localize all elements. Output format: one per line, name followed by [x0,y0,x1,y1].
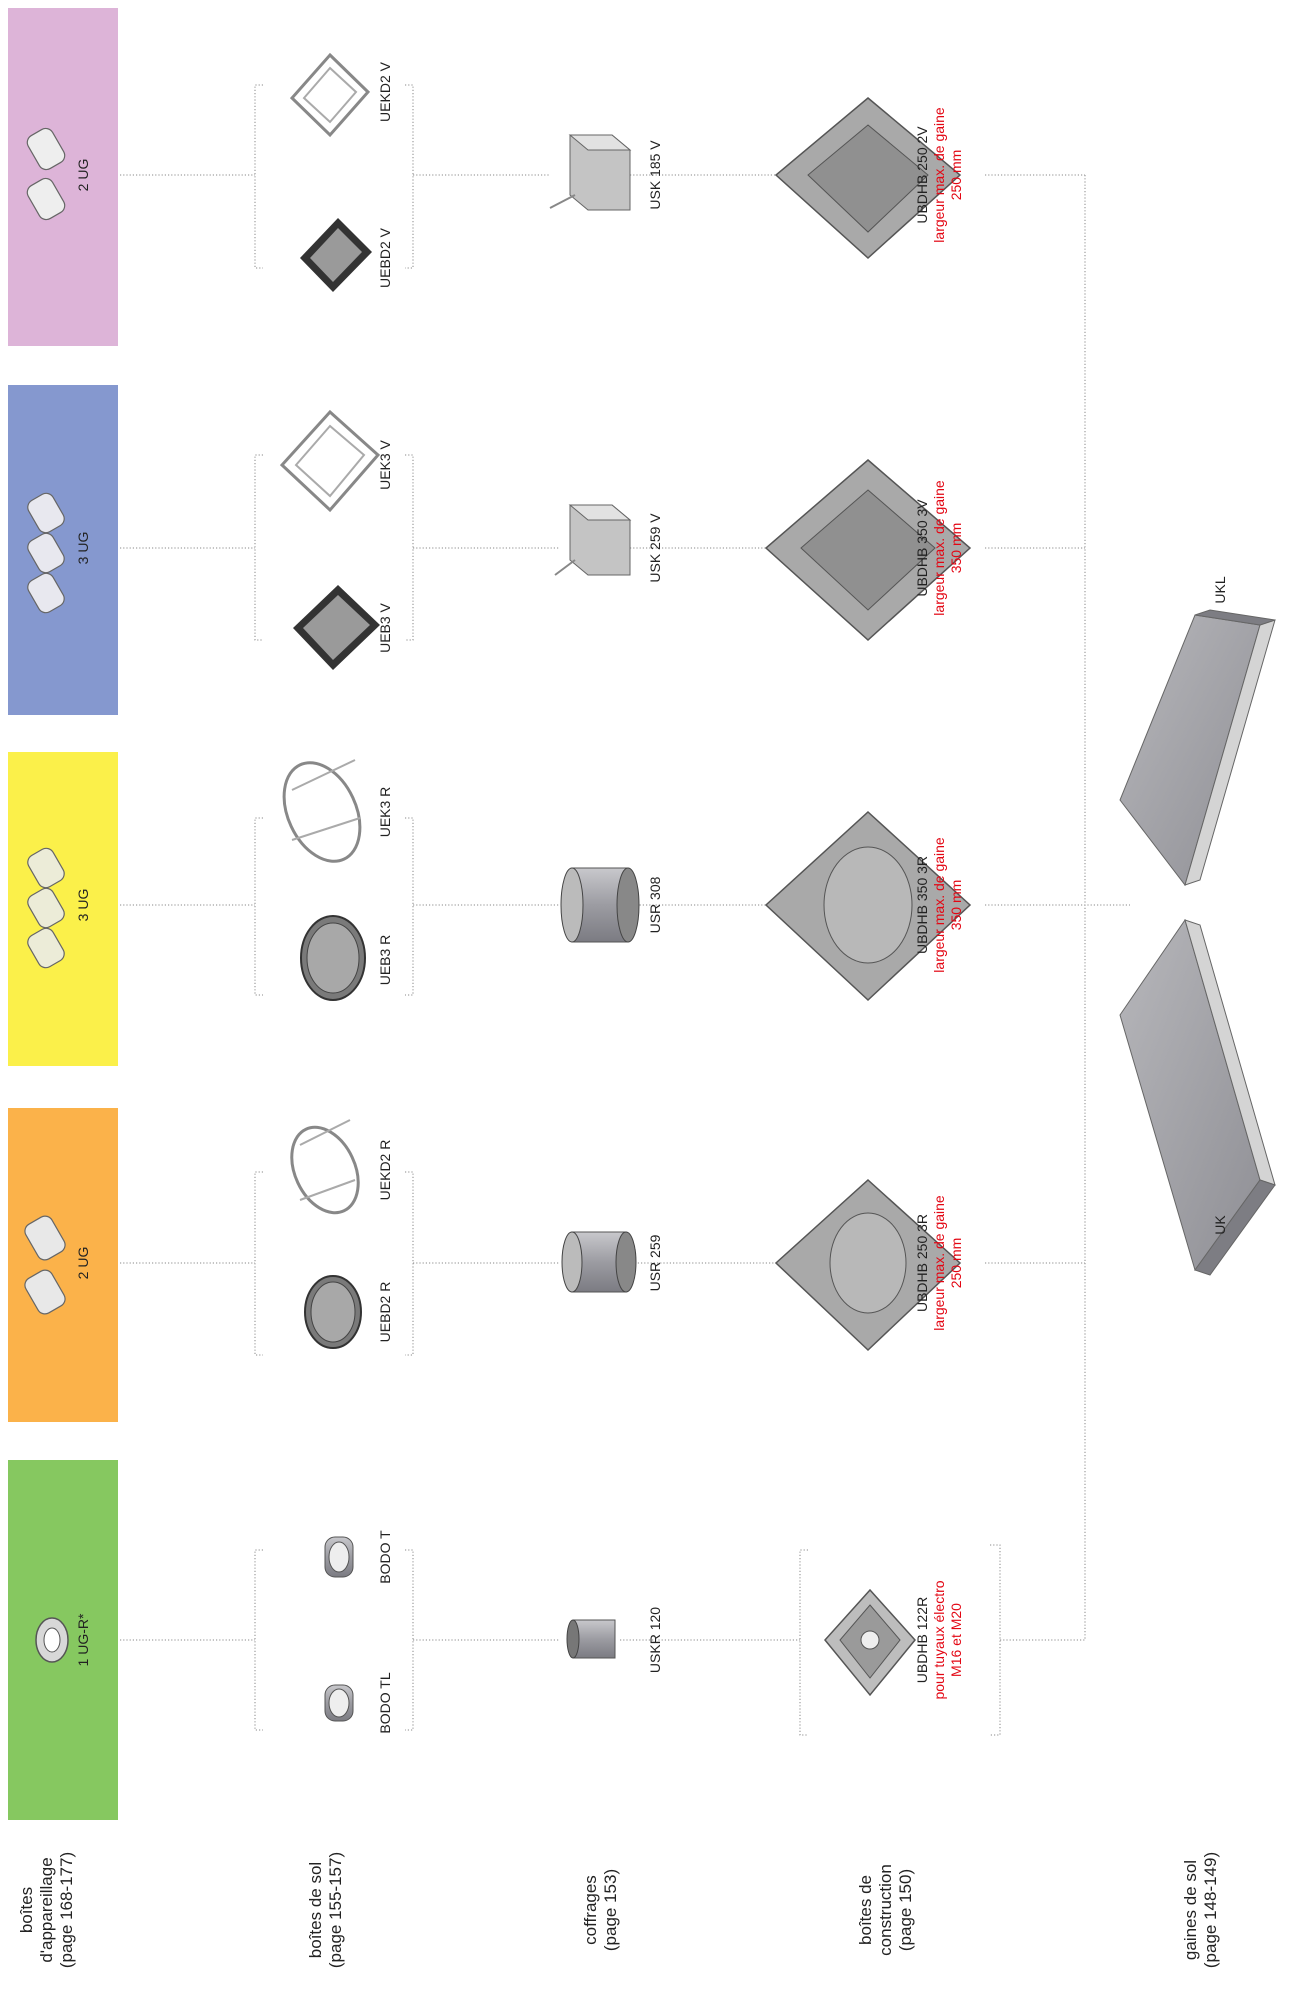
construction-note: pour tuyaux électro [931,1580,947,1699]
device-box-label: 3 UG [75,532,91,565]
floor-box-uek3-v-icon [282,412,378,510]
row-label-line: (page 148-149) [1201,1852,1220,1968]
formwork-usr-259-icon [562,1232,636,1292]
device-box-label: 1 UG-R* [75,1613,91,1666]
floor-box-uekd2-r-icon [279,1117,371,1224]
floor-box-label: UEB3 R [377,935,393,986]
floor-box-bodo-tl-icon [325,1685,353,1721]
floor-box-ueb3-r-icon [301,916,365,1000]
floor-box-label: BODO TL [377,1672,393,1733]
row-label-coffrages: coffrages (page 153) [581,1869,620,1951]
floor-box-uebd2-v-icon [300,218,372,292]
construction-note: largeur max. de gaine [931,837,947,973]
device-box-label: 3 UG [75,889,91,922]
construction-name: UBDHB 250 3R [914,1214,930,1312]
floor-duct-ukl-icon [1120,610,1275,885]
construction-note: M16 et M20 [948,1603,964,1677]
row-label-boites-construction: boîtes de construction (page 150) [856,1864,915,1956]
floor-box-label: UEBD2 R [377,1282,393,1343]
row-label-line: (page 155-157) [326,1852,345,1968]
construction-label-col3: UBDHB 350 3R largeur max. de gaine 350 m… [914,837,964,973]
construction-label-col5: UBDHB 250 2V largeur max. de gaine 250 m… [914,107,964,243]
construction-note: 250 mm [948,150,964,201]
row-label-line: boîtes [17,1887,36,1933]
floor-box-label: UEB3 V [377,602,393,652]
formwork-usk-185-v-icon [550,135,630,210]
floor-box-label: UEKD2 R [377,1140,393,1201]
construction-note: 350 mm [948,523,964,574]
construction-name: UBDHB 250 2V [914,126,930,224]
device-box-label: 2 UG [75,159,91,192]
construction-box-ubdhb-122r-icon [825,1590,915,1695]
construction-label-col2: UBDHB 250 3R largeur max. de gaine 250 m… [914,1195,964,1331]
floor-duct-uk-icon [1120,920,1275,1275]
device-box-1ugr-icon [36,1618,68,1662]
construction-note: 250 mm [948,1238,964,1289]
category-bar-pink [8,8,118,346]
formwork-label: USK 185 V [647,140,663,210]
construction-name: UBDHB 350 3V [914,499,930,597]
row-label-gaines-sol: gaines de sol (page 148-149) [1181,1852,1220,1968]
floor-box-uekd2-v-icon [292,55,368,135]
formwork-label: USR 259 [647,1234,663,1291]
formwork-label: USR 308 [647,876,663,933]
row-label-boites-appareillage: boîtes d'appareillage (page 168-177) [17,1852,76,1968]
construction-name: UBDHB 350 3R [914,856,930,954]
category-bar-orange [8,1108,118,1422]
floor-box-label: UEK3 V [377,439,393,489]
formwork-usk-259-v-icon [555,505,630,575]
construction-label-col1: UBDHB 122R pour tuyaux électro M16 et M2… [914,1580,964,1699]
formwork-label: USK 259 V [647,513,663,583]
formwork-uskr-120-icon [567,1620,615,1658]
device-box-label: 2 UG [75,1247,91,1280]
row-label-line: construction [876,1864,895,1956]
floor-box-label: UEKD2 V [377,61,393,122]
floor-duct-label: UK [1212,1215,1228,1235]
construction-label-col4: UBDHB 350 3V largeur max. de gaine 350 m… [914,480,964,616]
floor-box-bodo-t-icon [325,1537,353,1577]
row-label-line: coffrages [581,1875,600,1945]
floor-box-label: BODO T [377,1530,393,1584]
floor-box-label: UEK3 R [377,787,393,838]
construction-note: largeur max. de gaine [931,480,947,616]
row-label-line: boîtes de [856,1875,875,1945]
formwork-usr-308-icon [561,868,639,942]
construction-note: largeur max. de gaine [931,1195,947,1331]
row-label-line: boîtes de sol [306,1862,325,1958]
formwork-label: USKR 120 [647,1607,663,1673]
construction-note: largeur max. de gaine [931,107,947,243]
row-label-line: gaines de sol [1181,1860,1200,1960]
floor-box-label: UEBD2 V [377,227,393,288]
construction-note: 350 mm [948,880,964,931]
row-label-boites-sol: boîtes de sol (page 155-157) [306,1852,345,1968]
category-bar-blue [8,385,118,715]
floor-duct-label: UKL [1212,576,1228,603]
row-label-line: (page 150) [896,1869,915,1951]
construction-name: UBDHB 122R [914,1597,930,1683]
floor-box-ueb3-v-icon [293,585,380,670]
floor-box-uek3-r-icon [269,751,375,874]
floor-box-uebd2-r-icon [305,1276,361,1348]
row-label-line: (page 168-177) [57,1852,76,1968]
row-label-line: (page 153) [601,1869,620,1951]
row-label-line: d'appareillage [37,1857,56,1962]
